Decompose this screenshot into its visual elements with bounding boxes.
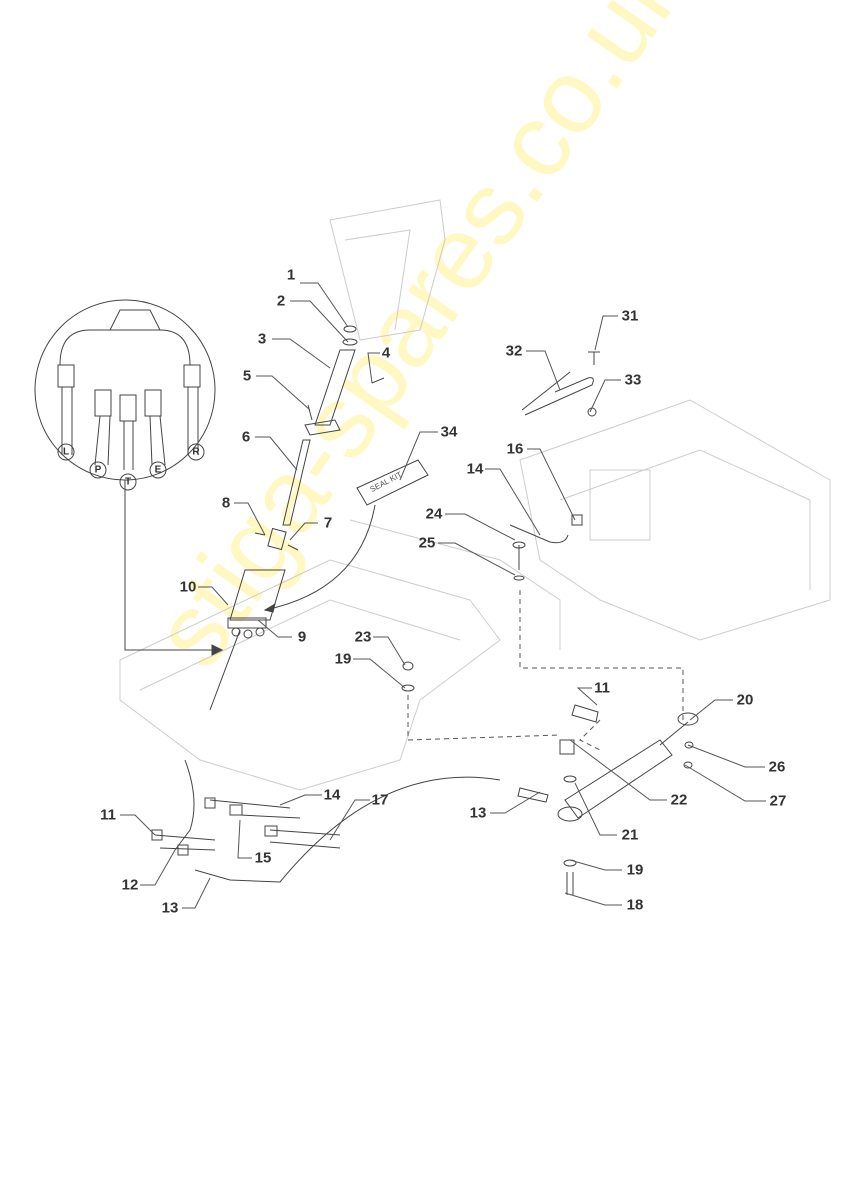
callout-11: 11	[100, 806, 116, 824]
callout-3: 3	[257, 330, 267, 348]
callout-12: 12	[121, 876, 139, 894]
callout-2: 2	[276, 292, 286, 310]
port-label-p: P	[94, 464, 102, 476]
callout-10: 10	[179, 578, 197, 596]
callout-8: 8	[221, 494, 231, 512]
hose-assembly	[151, 759, 501, 883]
callout-5: 5	[242, 367, 252, 385]
port-label-r: R	[192, 446, 200, 458]
callout-34: 34	[440, 423, 458, 441]
callout-17: 17	[371, 791, 389, 809]
steering-column-parts	[227, 325, 385, 639]
callout-13: 13	[469, 804, 487, 822]
steering-cylinder	[517, 704, 699, 895]
clip-32	[521, 371, 594, 416]
callout-21: 21	[621, 826, 639, 844]
callout-15: 15	[254, 849, 272, 867]
callout-23: 23	[354, 628, 372, 646]
seal-kit-arrow	[264, 504, 376, 611]
callout-33: 33	[624, 371, 642, 389]
callout-19: 19	[626, 861, 644, 879]
callout-18: 18	[626, 896, 644, 914]
callout-9: 9	[297, 628, 307, 646]
callout-27: 27	[769, 792, 787, 810]
port-label-t: T	[124, 476, 132, 488]
callout-1: 1	[286, 266, 296, 284]
hose-14	[509, 524, 569, 544]
valve-block-fittings	[57, 309, 205, 491]
callout-31: 31	[621, 307, 639, 325]
callout-32: 32	[505, 342, 523, 360]
callout-14: 14	[466, 460, 484, 478]
port-label-e: E	[154, 464, 162, 476]
callout-4: 4	[381, 344, 391, 362]
port-label-l: L	[62, 446, 70, 458]
callout-6: 6	[241, 428, 251, 446]
inset-pointer-line	[124, 480, 220, 651]
callout-7: 7	[323, 514, 333, 532]
callout-13: 13	[161, 899, 179, 917]
leader-lines	[120, 282, 766, 909]
callout-22: 22	[670, 791, 688, 809]
callout-16: 16	[506, 440, 524, 458]
seal-kit-box	[356, 459, 429, 506]
callout-25: 25	[418, 534, 436, 552]
tractor-frame-outline	[119, 199, 831, 791]
callout-20: 20	[736, 691, 754, 709]
callout-11: 11	[594, 679, 610, 697]
callout-24: 24	[425, 505, 443, 523]
callout-26: 26	[768, 758, 786, 776]
callout-19: 19	[334, 650, 352, 668]
callout-14: 14	[323, 786, 341, 804]
